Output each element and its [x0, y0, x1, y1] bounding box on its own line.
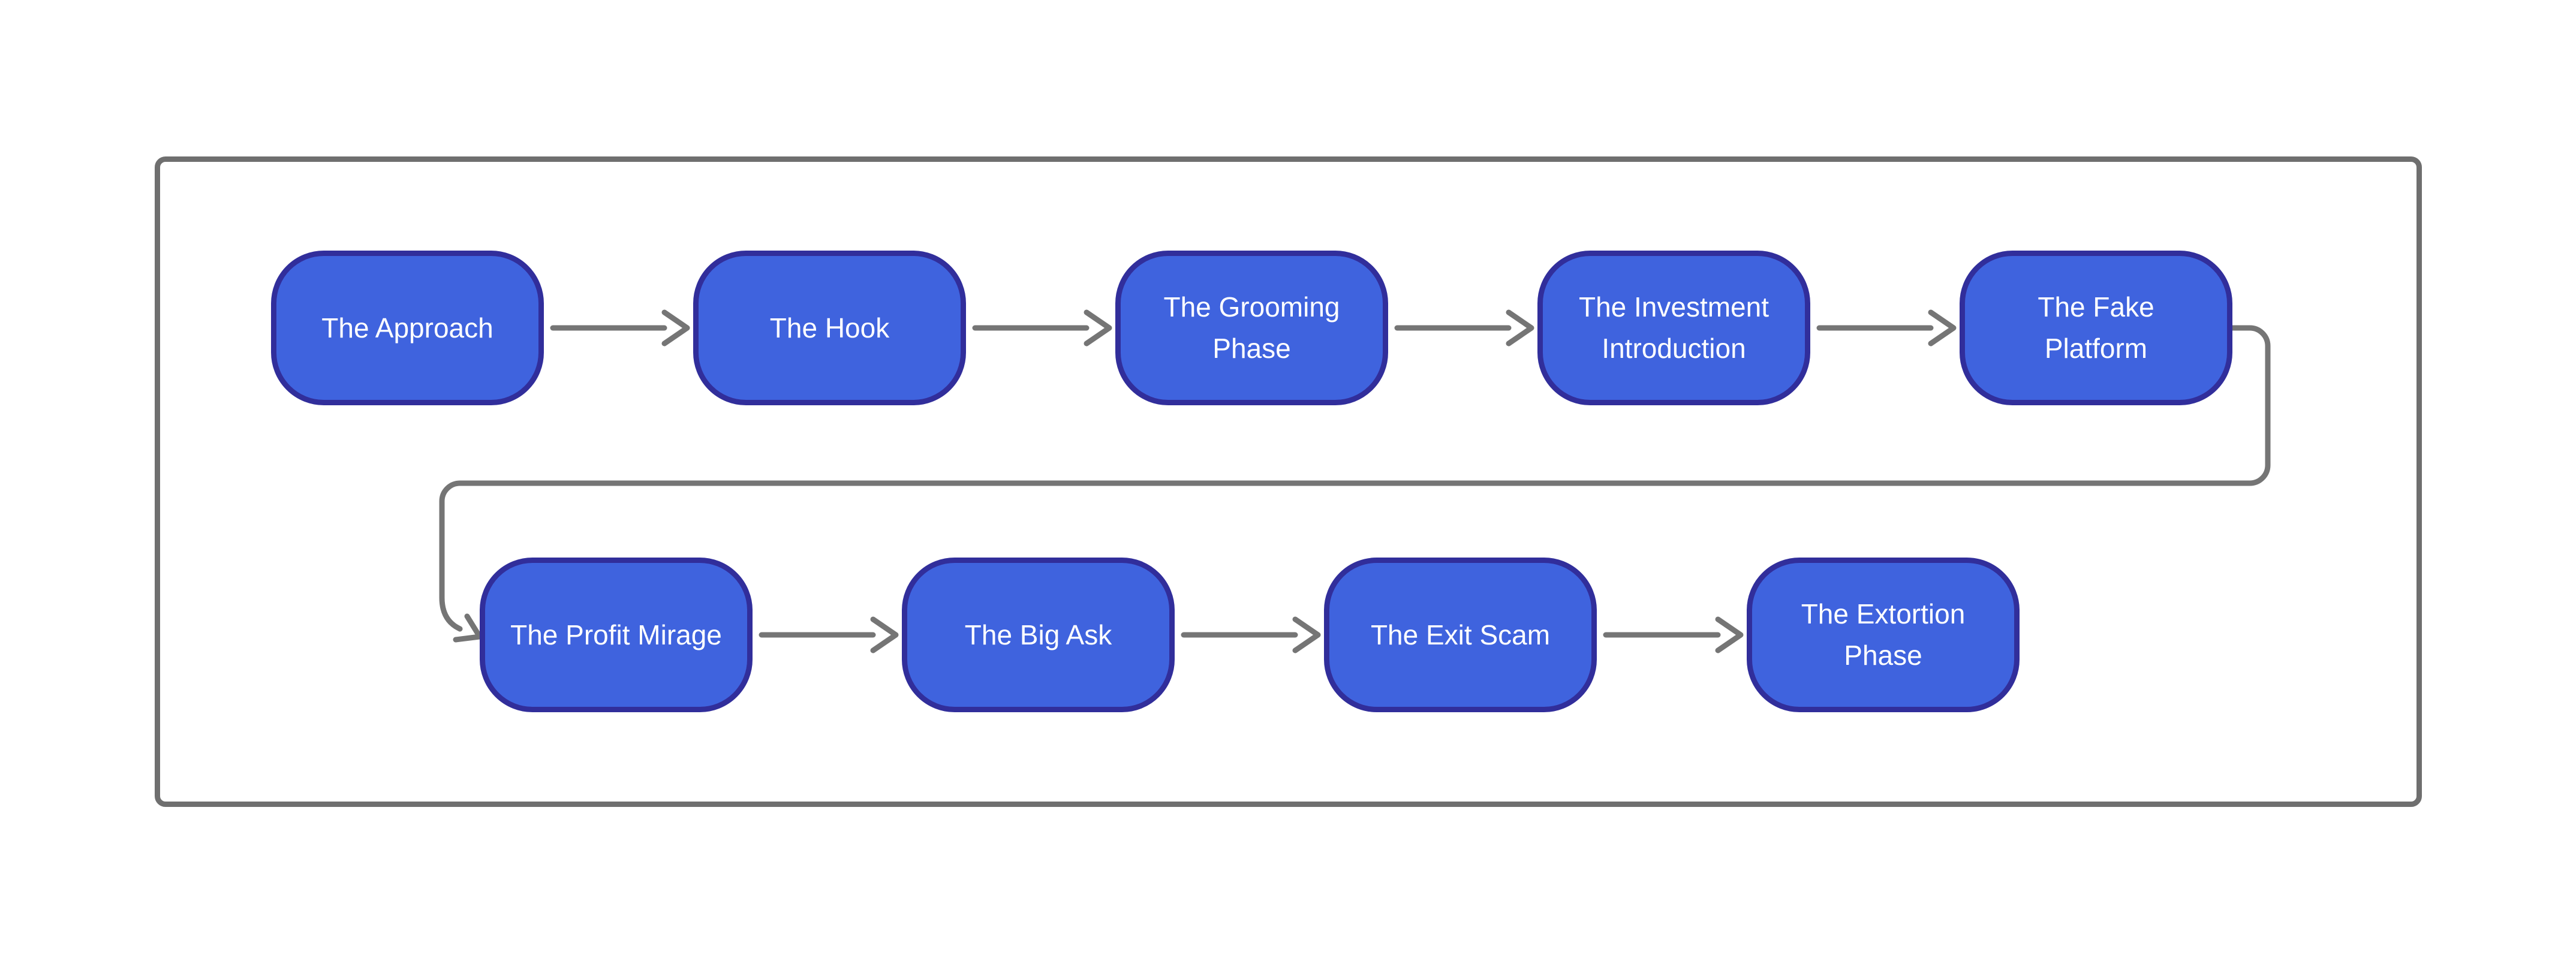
node-the-approach: The Approach: [271, 251, 544, 405]
node-the-exit-scam: The Exit Scam: [1324, 558, 1597, 712]
arrow-head-approach-hook: [661, 309, 690, 347]
arrow-head-investment-fakeplatform: [1928, 309, 1957, 347]
node-label: The Approach: [321, 312, 493, 344]
outer-frame: [155, 156, 2422, 807]
node-the-extortion-phase: The Extortion Phase: [1747, 558, 2020, 712]
arrow-head-hook-grooming: [1084, 309, 1112, 347]
node-the-fake-platform: The Fake Platform: [1960, 251, 2232, 405]
node-label: The Exit Scam: [1370, 619, 1551, 650]
node-the-profit-mirage: The Profit Mirage: [480, 558, 753, 712]
node-label: The Extortion Phase: [1801, 598, 1966, 671]
node-label: The Hook: [769, 312, 890, 344]
loop-connector: [439, 325, 2271, 632]
node-label: The Investment Introduction: [1578, 291, 1770, 364]
node-the-hook: The Hook: [693, 251, 966, 405]
node-the-big-ask: The Big Ask: [902, 558, 1175, 712]
node-label: The Grooming Phase: [1163, 291, 1340, 364]
node-label: The Big Ask: [964, 619, 1112, 650]
node-the-grooming-phase: The Grooming Phase: [1115, 251, 1388, 405]
arrow-head-bigask-exitscam: [1292, 616, 1321, 653]
arrow-head-grooming-investment: [1506, 309, 1534, 347]
node-the-investment-introduction: The Investment Introduction: [1537, 251, 1810, 405]
arrow-head-profitmirage-bigask: [870, 616, 899, 653]
arrow-head-exitscam-extortion: [1715, 616, 1744, 653]
node-label: The Profit Mirage: [510, 619, 722, 650]
node-label: The Fake Platform: [2038, 291, 2154, 364]
